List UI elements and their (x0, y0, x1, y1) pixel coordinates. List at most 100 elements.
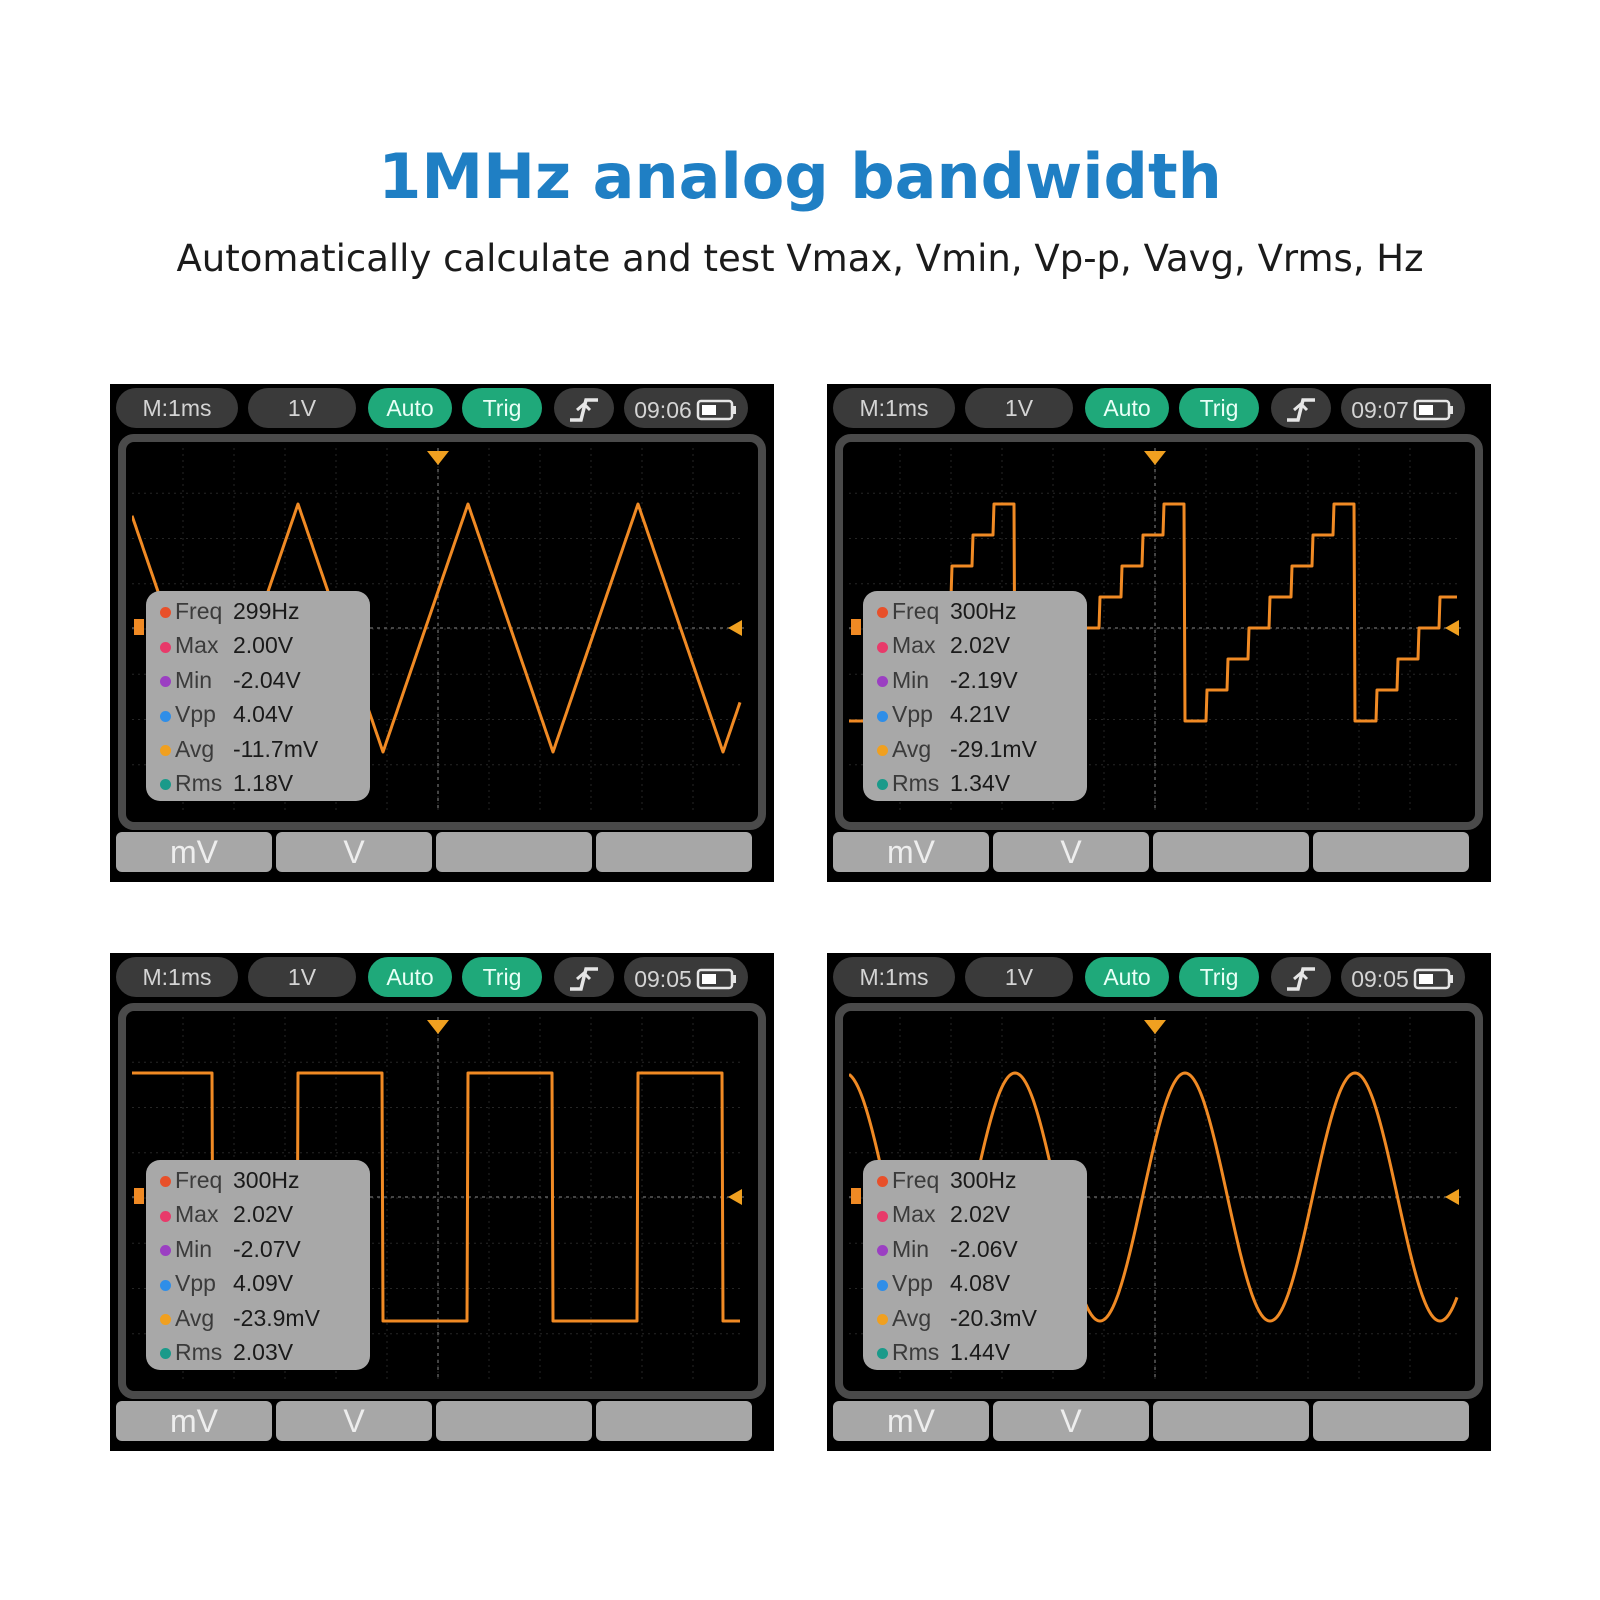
status-dot-icon (877, 676, 888, 688)
trigger-button[interactable]: Trig (1179, 957, 1259, 997)
timebase-button[interactable]: M:1ms (116, 957, 238, 997)
auto-button[interactable]: Auto (368, 957, 452, 997)
millivolt-button[interactable]: mV (116, 1401, 272, 1441)
volt-button[interactable]: V (276, 1401, 432, 1441)
measurement-value: 4.21V (950, 701, 1011, 728)
trigger-level-marker-icon (1445, 1189, 1459, 1205)
measurement-label: Min (175, 666, 213, 693)
trigger-edge-button[interactable] (554, 957, 614, 997)
trigger-position-marker-icon (1144, 451, 1166, 465)
soft-button-4[interactable] (1313, 1401, 1469, 1441)
measurement-label: Vpp (175, 1270, 216, 1297)
measurement-value: -2.07V (233, 1235, 301, 1262)
battery-icon (696, 968, 736, 990)
clock-battery-status: 09:06 (624, 388, 748, 428)
measurement-value: -20.3mV (950, 1304, 1037, 1331)
status-dot-icon (877, 1245, 888, 1257)
trigger-edge-button[interactable] (1271, 957, 1331, 997)
soft-button-4[interactable] (596, 832, 752, 872)
measurement-value: 2.02V (233, 1201, 294, 1228)
soft-button-4[interactable] (596, 1401, 752, 1441)
status-dot-icon (877, 607, 888, 619)
status-dot-icon (877, 745, 888, 757)
status-dot-icon (877, 1279, 888, 1291)
auto-button[interactable]: Auto (1085, 388, 1169, 428)
measurement-label: Max (175, 632, 219, 659)
measurement-label: Freq (892, 1167, 940, 1193)
voltage-scale-button[interactable]: 1V (965, 388, 1073, 428)
measurement-row-avg: Avg-11.7mV (160, 733, 318, 765)
trigger-button[interactable]: Trig (462, 388, 542, 428)
measurement-row-min: Min -2.04V (160, 664, 301, 696)
measurement-row-freq: Freq 300Hz (160, 1164, 299, 1196)
battery-icon (1413, 968, 1453, 990)
soft-button-3[interactable] (1153, 832, 1309, 872)
millivolt-button[interactable]: mV (116, 832, 272, 872)
trigger-button[interactable]: Trig (1179, 388, 1259, 428)
measurement-label: Max (175, 1201, 219, 1228)
soft-button-4[interactable] (1313, 832, 1469, 872)
measurement-value: 4.04V (233, 701, 294, 728)
timebase-button[interactable]: M:1ms (833, 957, 955, 997)
volt-button[interactable]: V (276, 832, 432, 872)
measurement-label: Rms (892, 770, 940, 796)
status-dot-icon (160, 1176, 171, 1188)
measurement-label: Min (892, 666, 930, 693)
trigger-level-marker-icon (728, 620, 742, 636)
volt-button[interactable]: V (993, 832, 1149, 872)
timebase-button[interactable]: M:1ms (116, 388, 238, 428)
trigger-position-marker-icon (427, 451, 449, 465)
millivolt-button[interactable]: mV (833, 832, 989, 872)
voltage-scale-button[interactable]: 1V (248, 388, 356, 428)
measurement-row-min: Min-2.06V (877, 1233, 1018, 1265)
clock-battery-status: 09:05 (1341, 957, 1465, 997)
clock-time: 09:05 (1351, 965, 1409, 992)
trigger-edge-button[interactable] (1271, 388, 1331, 428)
measurement-row-avg: Avg-23.9mV (160, 1302, 320, 1334)
measurement-label: Avg (892, 735, 932, 762)
battery-icon (696, 399, 736, 421)
rising-edge-icon (1287, 398, 1315, 422)
rising-edge-icon (570, 398, 598, 422)
measurement-value: 299Hz (233, 598, 300, 624)
status-dot-icon (877, 779, 888, 791)
measurement-value: -2.04V (233, 666, 301, 693)
volt-button[interactable]: V (993, 1401, 1149, 1441)
measurement-row-min: Min-2.19V (877, 664, 1018, 696)
voltage-scale-button[interactable]: 1V (965, 957, 1073, 997)
soft-button-3[interactable] (1153, 1401, 1309, 1441)
measurement-row-min: Min-2.07V (160, 1233, 301, 1265)
status-dot-icon (877, 710, 888, 722)
soft-button-3[interactable] (436, 1401, 592, 1441)
voltage-scale-button[interactable]: 1V (248, 957, 356, 997)
measurement-label: Freq (175, 1167, 223, 1193)
soft-button-3[interactable] (436, 832, 592, 872)
clock-battery-status: 09:07 (1341, 388, 1465, 428)
trigger-button[interactable]: Trig (462, 957, 542, 997)
measurement-value: -2.06V (950, 1235, 1018, 1262)
timebase-button[interactable]: M:1ms (833, 388, 955, 428)
status-dot-icon (877, 1314, 888, 1326)
measurement-value: 300Hz (233, 1167, 300, 1193)
millivolt-button[interactable]: mV (833, 1401, 989, 1441)
trigger-edge-button[interactable] (554, 388, 614, 428)
trigger-position-marker-icon (1144, 1020, 1166, 1034)
auto-button[interactable]: Auto (1085, 957, 1169, 997)
clock-battery-status: 09:05 (624, 957, 748, 997)
measurement-label: Max (892, 1201, 936, 1228)
auto-button[interactable]: Auto (368, 388, 452, 428)
clock-time: 09:06 (634, 396, 692, 423)
trigger-level-marker-icon (728, 1189, 742, 1205)
